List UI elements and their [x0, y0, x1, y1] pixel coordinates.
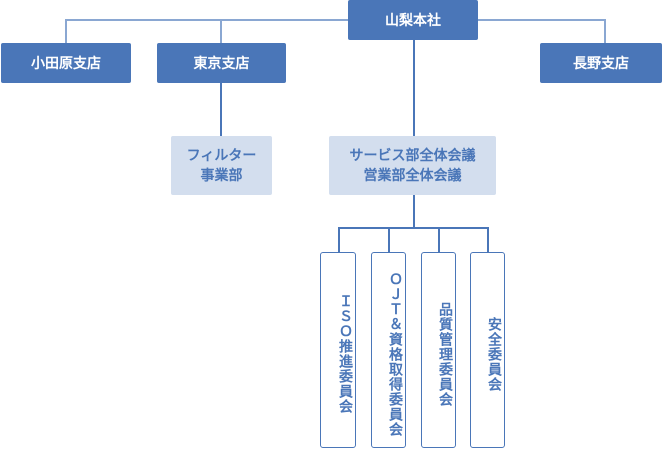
connector-line — [338, 227, 489, 229]
node-ojt-committee[interactable]: ＯＪＴ＆資格取得委員会 — [371, 252, 406, 448]
connector-line — [413, 40, 415, 136]
node-hq-meetings[interactable]: サービス部全体会議 営業部全体会議 — [329, 136, 496, 195]
node-safety-committee[interactable]: 安全委員会 — [470, 252, 505, 448]
connector-line — [220, 83, 222, 137]
connector-line — [65, 19, 67, 44]
node-tokyo-branch[interactable]: 東京支店 — [157, 43, 286, 83]
connector-line — [413, 195, 415, 228]
connector-line — [438, 227, 440, 253]
node-iso-committee[interactable]: ＩＳＯ推進委員会 — [320, 252, 356, 448]
node-filter-division[interactable]: フィルター 事業部 — [171, 136, 272, 195]
node-label: 品質管理委員会 — [437, 301, 453, 407]
node-label: ＩＳＯ推進委員会 — [337, 294, 353, 414]
node-headquarters[interactable]: 山梨本社 — [348, 0, 478, 40]
node-quality-committee[interactable]: 品質管理委員会 — [421, 252, 456, 448]
node-nagano-branch[interactable]: 長野支店 — [540, 43, 662, 83]
node-label-line: 営業部全体会議 — [363, 167, 462, 184]
connector-line — [487, 227, 489, 253]
connector-line — [604, 19, 606, 44]
node-odawara-branch[interactable]: 小田原支店 — [1, 43, 131, 83]
connector-line — [220, 19, 222, 44]
node-label: 安全委員会 — [486, 316, 502, 392]
node-label: ＯＪＴ＆資格取得委員会 — [387, 271, 403, 437]
connector-line — [388, 227, 390, 253]
connector-line — [66, 19, 606, 21]
node-label-line: サービス部全体会議 — [349, 147, 476, 164]
node-label-line: 事業部 — [200, 167, 243, 184]
connector-line — [338, 227, 340, 253]
node-label-line: フィルター — [186, 147, 257, 164]
